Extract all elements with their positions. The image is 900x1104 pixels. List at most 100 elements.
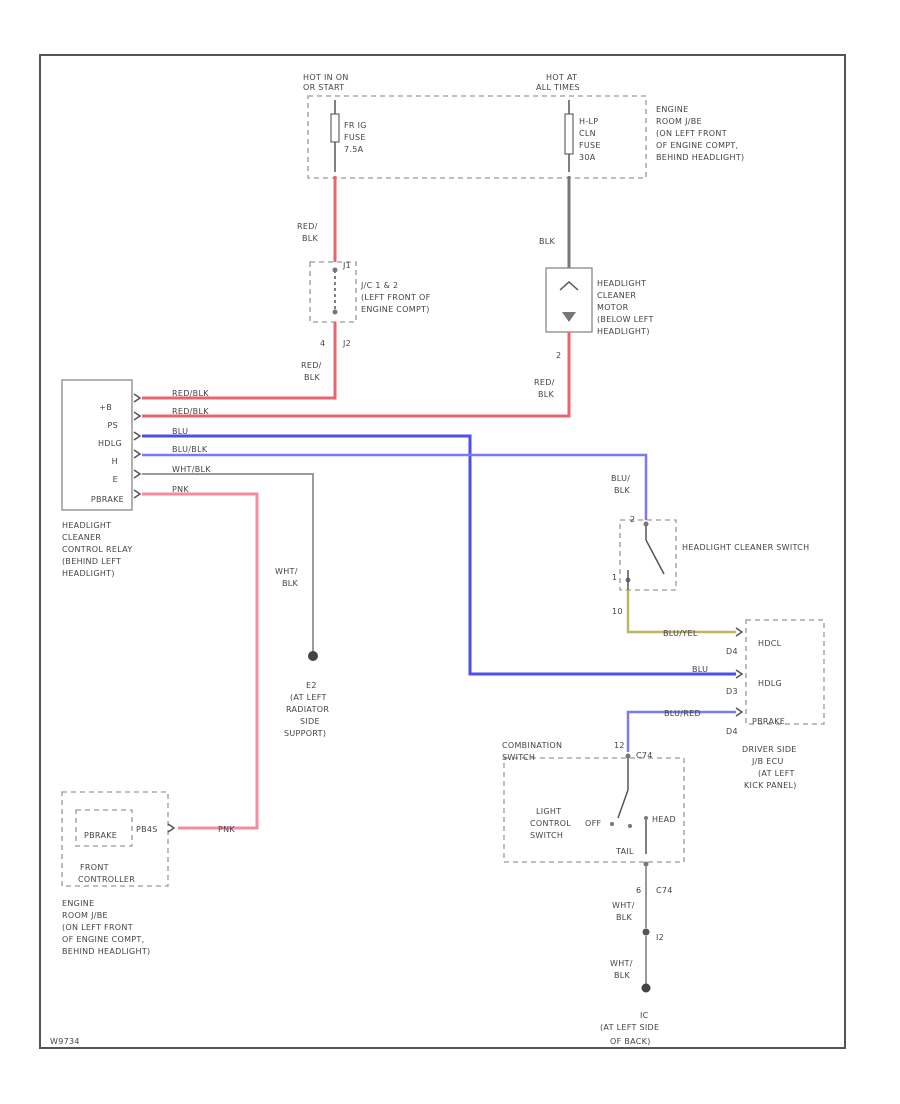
fuse-box-location-1: ENGINE — [656, 105, 688, 114]
combo-pin-top-num: 12 — [614, 741, 625, 750]
ecu-label-1: DRIVER SIDE — [742, 745, 797, 754]
ecu-conn-1: D4 — [726, 647, 738, 656]
relay-wire-label-5: WHT/BLK — [172, 465, 211, 474]
fuse-left-header-2: OR START — [303, 83, 344, 92]
relay-pin-h: H — [112, 457, 118, 466]
wire-blu-relay-ecu — [142, 434, 736, 676]
relay-wire-label-4: BLU/BLK — [172, 445, 208, 454]
controller-label-1: FRONT — [80, 863, 109, 872]
ground-e2-label-3: RADIATOR — [286, 705, 329, 714]
ecu-label-3: (AT LEFT — [758, 769, 795, 778]
combo-pin-top-label: C74 — [636, 751, 653, 760]
combo-contact-mid — [628, 824, 632, 828]
wire-label-blu: BLU — [692, 665, 708, 674]
combo-label-3: SWITCH — [530, 831, 563, 840]
combo-blade — [617, 789, 629, 819]
cleaner-relay-box — [61, 379, 133, 511]
junction-i2-symbol — [642, 928, 650, 936]
combo-label-1: LIGHT — [536, 807, 561, 816]
fuse-right-header-1: HOT AT — [546, 73, 577, 82]
controller-location-1: ENGINE — [62, 899, 94, 908]
controller-location-2: ROOM J/BE — [62, 911, 108, 920]
wire-label-red-blk-right-2: BLK — [538, 390, 555, 399]
wire-label-wht-blk-1: WHT/ — [275, 567, 298, 576]
motor-label-2: CLEANER — [597, 291, 636, 300]
wire-red-blk-motor-relay — [142, 332, 571, 418]
ecu-pin-pbrake: PBRAKE — [752, 717, 785, 726]
motor-pin: 2 — [556, 351, 561, 360]
ground-e2-label-2: (AT LEFT — [290, 693, 327, 702]
relay-wire-label-2: RED/BLK — [172, 407, 209, 416]
controller-box-outline — [61, 791, 169, 887]
junction-pin-bottom-num: 4 — [320, 339, 325, 348]
wire-label-blu-red: BLU/RED — [664, 709, 701, 718]
relay-pin-b: +B — [99, 403, 112, 412]
wire-blu-yel-switch-ecu — [626, 590, 736, 634]
cleaner-switch-label: HEADLIGHT CLEANER SWITCH — [682, 543, 809, 552]
combo-off: OFF — [585, 819, 601, 828]
junction-i2-label: I2 — [656, 933, 664, 942]
ecu-label-2: J/B ECU — [751, 757, 784, 766]
fuse-left-type: FUSE — [344, 133, 366, 142]
wire-label-gnd-2: BLK — [614, 971, 631, 980]
wire-label-red-blk-top-1: RED/ — [297, 222, 318, 231]
ground-ic-label-3: OF BACK) — [610, 1037, 651, 1046]
wire-blu-blk-relay-switch — [142, 453, 648, 520]
wire-label-wht-blk-2: BLK — [282, 579, 299, 588]
junction-label-3: ENGINE COMPT) — [361, 305, 430, 314]
junction-pin-bottom — [332, 309, 338, 315]
wire-label-blu-blk-2: BLK — [614, 486, 631, 495]
relay-pin-pbrake: PBRAKE — [91, 495, 124, 504]
fuse-box-location-5: BEHIND HEADLIGHT) — [656, 153, 744, 162]
ground-e2-label-4: SIDE — [300, 717, 320, 726]
junction-label-1: J/C 1 & 2 — [360, 281, 398, 290]
wire-pnk-relay-controller — [142, 492, 259, 830]
fuse-box-outline — [307, 95, 647, 179]
fuse-right-name: H-LP — [579, 117, 598, 126]
relay-terminal-arrows — [133, 393, 142, 499]
cleaner-motor-box — [545, 267, 593, 333]
controller-terminal — [167, 823, 176, 833]
fuse-left-symbol — [330, 113, 340, 143]
fuse-left-rating: 7.5A — [344, 145, 364, 154]
fuse-left-name: FR IG — [344, 121, 367, 130]
cleaner-switch-outline — [619, 519, 677, 591]
ground-ic-symbol — [641, 983, 651, 993]
ecu-label-4: KICK PANEL) — [744, 781, 797, 790]
relay-label-5: HEADLIGHT) — [62, 569, 115, 578]
wire-red-blk-junction-relay — [142, 322, 337, 400]
ecu-conn-2: D3 — [726, 687, 738, 696]
motor-symbol-bottom — [562, 312, 576, 322]
junction-pin-bottom-label: J2 — [342, 339, 351, 348]
ecu-outline — [745, 619, 825, 725]
combo-pin-bottom-num: 6 — [636, 886, 641, 895]
motor-label-5: HEADLIGHT) — [597, 327, 650, 336]
wire-label-gnd-1: WHT/ — [610, 959, 633, 968]
wire-label-pnk: PNK — [218, 825, 235, 834]
ground-ic-id: IC — [640, 1011, 649, 1020]
junction-label-2: (LEFT FRONT OF — [361, 293, 431, 302]
combo-header-2: SWITCH — [502, 753, 535, 762]
combo-contact-head — [644, 816, 648, 820]
ecu-pin-hdcl: HDCL — [758, 639, 782, 648]
fuse-right-type1: CLN — [579, 129, 596, 138]
ground-ic-label-2: (AT LEFT SIDE — [600, 1023, 659, 1032]
motor-label-1: HEADLIGHT — [597, 279, 646, 288]
relay-wire-label-1: RED/BLK — [172, 389, 209, 398]
wire-label-c74-2: BLK — [616, 913, 633, 922]
wire-label-blu-yel: BLU/YEL — [663, 629, 698, 638]
junction-pin-top — [332, 267, 338, 273]
relay-pin-e: E — [113, 475, 118, 484]
cleaner-switch-pin-bottom-label: 1 — [612, 573, 617, 582]
relay-label-3: CONTROL RELAY — [62, 545, 133, 554]
fuse-right-rating: 30A — [579, 153, 596, 162]
fuse-right-type2: FUSE — [579, 141, 601, 150]
relay-wire-label-6: PNK — [172, 485, 189, 494]
combo-header-1: COMBINATION — [502, 741, 562, 750]
wire-label-red-blk-mid-1: RED/ — [301, 361, 322, 370]
wire-label-red-blk-top-2: BLK — [302, 234, 319, 243]
relay-label-1: HEADLIGHT — [62, 521, 111, 530]
relay-pin-ps: PS — [107, 421, 118, 430]
ecu-terminal-pbrake — [735, 707, 744, 717]
